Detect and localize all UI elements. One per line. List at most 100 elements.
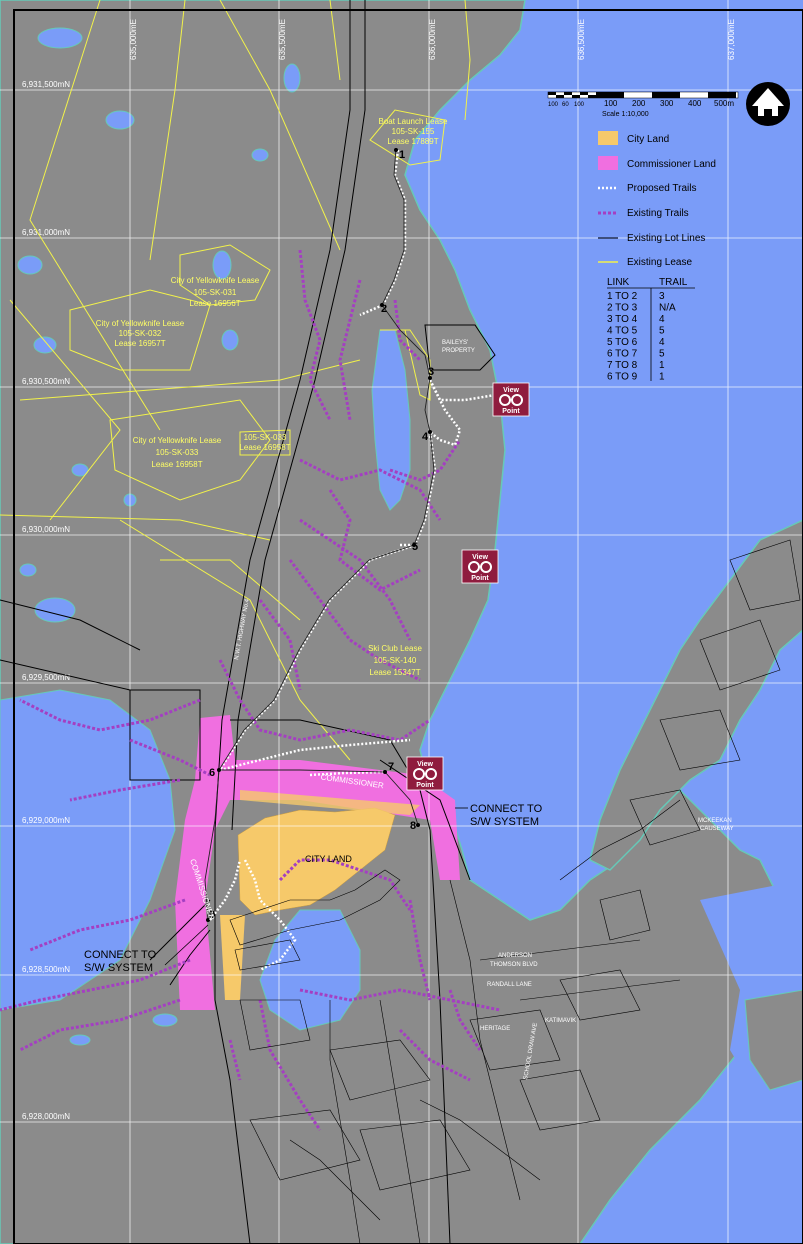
svg-text:1 TO 2: 1 TO 2 [607, 291, 638, 302]
svg-text:5 TO 6: 5 TO 6 [607, 337, 638, 348]
yk-033-lease-line: Lease 16958T [151, 460, 202, 469]
node-3[interactable]: 3 [428, 366, 434, 380]
land-east-peninsula [589, 519, 803, 871]
street-label: KATIMAVIK [545, 1018, 576, 1024]
northing-label: 6,931,500mN [22, 80, 70, 89]
view-point-label-bottom: Point [502, 408, 520, 415]
scale-tick: 300 [660, 99, 674, 108]
street-label: HERITAGE [480, 1026, 510, 1032]
northing-label: 6,928,000mN [22, 1112, 70, 1121]
svg-text:5: 5 [659, 326, 665, 337]
street-label: ANDERSON [498, 953, 532, 959]
yk-031-lease-line: 105-SK-031 [194, 288, 237, 297]
easting-label: 636,000mE [428, 19, 437, 60]
node-2[interactable]: 2 [380, 303, 387, 315]
svg-text:1: 1 [659, 360, 665, 371]
easting-label: 635,000mE [129, 19, 138, 60]
view-point-label-top: View [503, 387, 519, 394]
node-label: 8 [410, 820, 416, 832]
ski-club-lease-line: Lease 15347T [369, 668, 420, 677]
scale-tick: 500m [714, 99, 734, 108]
node-label: 9 [209, 909, 215, 921]
view-point-3[interactable]: View Point [406, 756, 444, 791]
link-table-header: LINK [607, 277, 630, 288]
link-row: 5 TO 6 4 [607, 337, 665, 348]
legend-label: Existing Trails [627, 208, 689, 219]
svg-text:6 TO 7: 6 TO 7 [607, 349, 638, 360]
existing-trails [0, 249, 501, 1131]
commissioner-land-swatch [598, 156, 618, 170]
binoculars-icon [468, 561, 480, 573]
lease-boundaries [0, 0, 471, 761]
lease-labels: Boat Launch Lease 105-SK-155 Lease 17889… [96, 117, 448, 677]
northing-label: 6,928,500mN [22, 965, 70, 974]
easting-labels: 635,000mE 635,500mE 636,000mE 636,500mE … [129, 19, 736, 60]
node-4[interactable]: 4 [422, 430, 432, 443]
yk-031-lease-line: City of Yellowknife Lease [171, 276, 260, 285]
link-table-header: TRAIL [659, 277, 688, 288]
view-point-badge [461, 549, 499, 584]
svg-text:4: 4 [659, 337, 665, 348]
view-point-2[interactable]: View Point [461, 549, 499, 584]
city-land-label: CITY LAND [305, 854, 352, 864]
svg-text:4: 4 [659, 314, 665, 325]
svg-text:5: 5 [659, 349, 665, 360]
scale-tick: 100 [604, 99, 618, 108]
node-8[interactable]: 8 [410, 820, 420, 832]
legend-label: City Land [627, 134, 669, 145]
svg-text:4 TO 5: 4 TO 5 [607, 326, 638, 337]
legend-label: Proposed Trails [627, 183, 696, 194]
svg-text:2 TO 3: 2 TO 3 [607, 303, 638, 314]
legend-item-existing-lease: Existing Lease [598, 257, 692, 268]
easting-label: 637,000mE [727, 19, 736, 60]
scale-tick: 200 [632, 99, 646, 108]
yk-031-lease-line: Lease 16956T [189, 299, 240, 308]
street-label: THOMSON BLVD [490, 962, 538, 968]
city-land-band [240, 790, 420, 815]
trail-centerline [204, 147, 435, 921]
node-label: 1 [399, 149, 405, 161]
map-border [13, 9, 803, 1244]
node-label: 5 [412, 541, 418, 553]
view-point-label-top: View [472, 554, 488, 561]
trail-nodes: 1 2 3 4 5 6 7 8 9 [206, 148, 434, 922]
view-point-label-bottom: Point [471, 575, 489, 582]
node-9[interactable]: 9 [206, 909, 215, 922]
connect-label: CONNECT TO [84, 949, 157, 961]
view-point-1[interactable]: View Point [492, 382, 530, 417]
ski-club-lease-line: Ski Club Lease [368, 644, 422, 653]
connect-label: S/W SYSTEM [470, 816, 539, 828]
view-point-badge [406, 756, 444, 791]
northing-label: 6,931,000mN [22, 228, 70, 237]
connect-label: CONNECT TO [470, 803, 543, 815]
city-land-area [237, 807, 396, 916]
ski-club-lease-line: 105-SK-140 [374, 656, 417, 665]
legend-item-lot-lines: Existing Lot Lines [598, 233, 705, 244]
yk-033-lease-line: City of Yellowknife Lease [133, 436, 222, 445]
scale-tick: 100 [574, 102, 585, 108]
node-5[interactable]: 5 [412, 541, 418, 553]
svg-text:6 TO 9: 6 TO 9 [607, 372, 638, 383]
node-1[interactable]: 1 [394, 148, 405, 161]
boat-launch-lease-line: 105-SK-155 [392, 127, 435, 136]
view-point-badge [492, 382, 530, 417]
node-label: 4 [422, 431, 429, 443]
street-label: RANDALL LANE [487, 982, 532, 988]
easting-label: 635,500mE [278, 19, 287, 60]
legend-item-proposed-trails: Proposed Trails [598, 183, 696, 194]
connect-callout-right: CONNECT TO S/W SYSTEM [455, 803, 543, 828]
node-6[interactable]: 6 [209, 767, 221, 779]
north-arrow-icon [746, 82, 790, 126]
scale-bar: 100 60 100 100 200 300 400 500m Scale 1:… [547, 91, 739, 118]
yk-032-lease-line: Lease 16957T [114, 339, 165, 348]
node-7[interactable]: 7 [383, 761, 394, 774]
northing-label: 6,930,500mN [22, 377, 70, 386]
legend-item-city-land: City Land [598, 131, 669, 145]
